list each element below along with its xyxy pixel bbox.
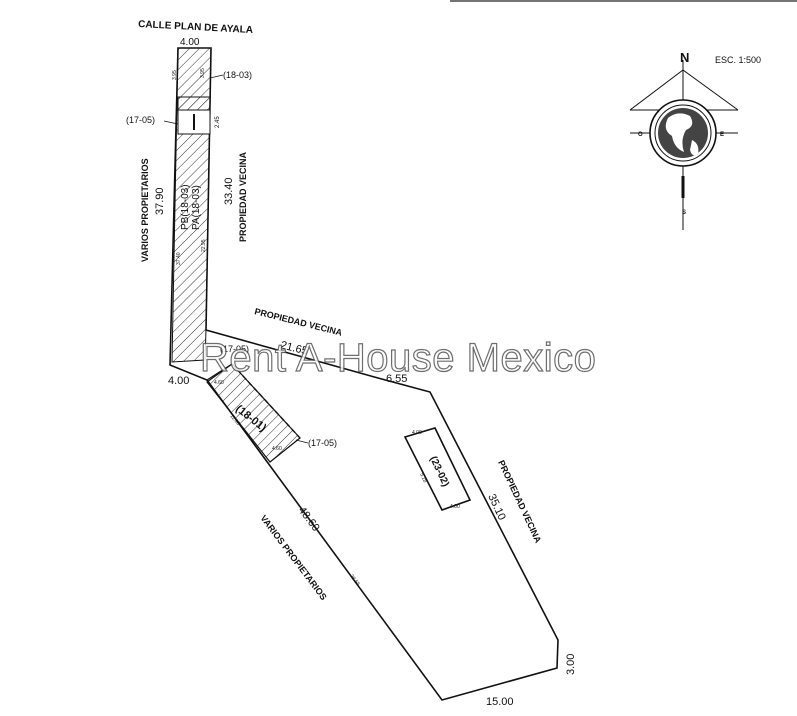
pb-18-03: PB(18-03) — [180, 184, 191, 230]
dim-5-18: 5.18 — [418, 472, 428, 484]
compass-rose: N S E O — [629, 50, 739, 230]
street-label: CALLE PLAN DE AYALA — [138, 19, 253, 36]
compass-east: E — [720, 132, 724, 138]
length-15-00: 15.00 — [486, 696, 514, 708]
varios-left: VARIOS PROPIETARIOS — [140, 158, 150, 262]
dim-2-45: 2.45 — [215, 116, 221, 128]
lot-18-03-top: (18-03) — [223, 70, 252, 80]
lot-17-05-right: (17-05) — [308, 438, 337, 448]
length-3-00: 3.00 — [565, 654, 577, 675]
pa-18-03: PA(18-03) — [191, 185, 202, 230]
building-23-02 — [403, 427, 472, 511]
dim-4-00-a: 4.00 — [412, 430, 422, 436]
top-width: 4.00 — [180, 37, 200, 48]
dim-3-95-a: 3.95 — [200, 68, 206, 78]
block-18-01-dashed — [231, 363, 301, 439]
strip-small-block — [177, 96, 211, 111]
length-48-60: 48.60 — [296, 505, 322, 534]
leader-17-05-right — [295, 439, 309, 444]
dim-38-55: 38.55 — [348, 574, 360, 588]
prop-vecina-east: PROPIEDAD VECINA — [496, 459, 543, 545]
dim-4-60: 4.60 — [214, 380, 224, 386]
dim-3-95-b: 3.95 — [172, 70, 178, 80]
leader-17-05-left — [163, 120, 179, 125]
block-18-01-top — [206, 363, 233, 381]
left-length: 37.90 — [154, 187, 166, 215]
length-6-55: 6.55 — [386, 373, 407, 385]
corner-4-00: 4.00 — [168, 375, 189, 387]
compass-west: O — [638, 132, 643, 138]
prop-vecina-right: PROPIEDAD VECINA — [238, 151, 248, 242]
compass-south: S — [682, 210, 686, 216]
right-length: 33.40 — [223, 177, 235, 205]
compass-north: N — [680, 50, 689, 65]
dim-4-00-b: 4.00 — [450, 504, 460, 510]
dim-22-95: 22.95 — [201, 239, 207, 252]
lot-17-05-mid: (17-05) — [220, 344, 249, 354]
dim-4-60-b: 4.60 — [272, 446, 282, 452]
lot-17-05-left: (17-05) — [126, 115, 155, 125]
leader-18-03 — [209, 74, 224, 79]
dim-37-40: 37.40 — [176, 252, 182, 265]
scale-label: ESC. 1:500 — [715, 55, 761, 65]
prop-vecina-top: PROPIEDAD VECINA — [254, 306, 344, 338]
